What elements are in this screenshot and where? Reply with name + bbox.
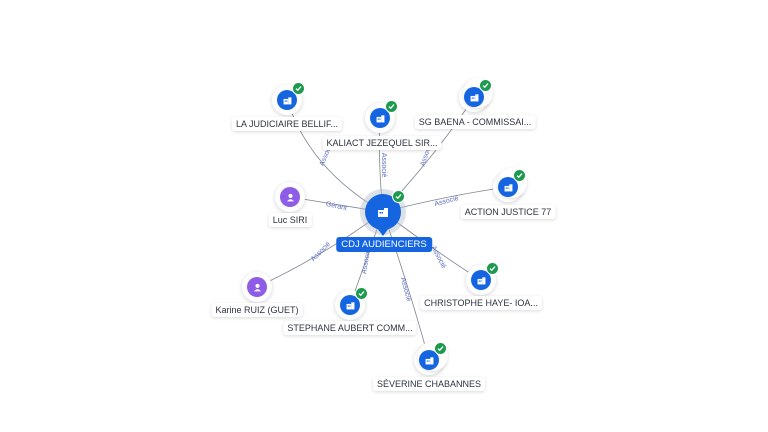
verified-check-icon xyxy=(292,82,305,95)
building-icon xyxy=(277,90,297,110)
node-label[interactable]: KALIACT JEZEQUEL SIR... xyxy=(322,136,442,150)
building-icon xyxy=(340,295,360,315)
node-circle[interactable] xyxy=(242,272,272,302)
person-icon xyxy=(280,187,300,207)
edge-label: Associé xyxy=(399,277,412,303)
verified-check-icon xyxy=(513,169,526,182)
node-circle[interactable] xyxy=(459,78,493,112)
node-label[interactable]: Karine RUIZ (GUET) xyxy=(211,303,303,317)
node-circle[interactable] xyxy=(414,341,448,375)
edge-label: Gérant xyxy=(325,201,347,212)
verified-check-icon xyxy=(479,79,492,92)
verified-check-icon xyxy=(486,262,499,275)
verified-check-icon xyxy=(392,190,405,203)
building-icon xyxy=(498,177,518,197)
center-label[interactable]: CDJ AUDIENCIERS xyxy=(336,237,432,252)
node-label[interactable]: ACTION JUSTICE 77 xyxy=(460,205,556,219)
node-label[interactable]: SÉVERINE CHABANNES xyxy=(372,377,486,391)
node-circle[interactable] xyxy=(493,168,527,202)
node-circle[interactable] xyxy=(335,287,368,320)
node-label[interactable]: STEPHANE AUBERT COMM... xyxy=(283,321,417,335)
building-icon xyxy=(464,87,484,107)
node-label[interactable]: LA JUDICIAIRE BELLIF... xyxy=(231,117,343,131)
building-icon xyxy=(419,350,439,370)
verified-check-icon xyxy=(355,287,368,300)
person-icon xyxy=(247,277,267,297)
node-circle[interactable] xyxy=(365,100,398,133)
node-label[interactable]: CHRISTOPHE HAYE- IOA... xyxy=(420,296,542,310)
edge-label: Associé xyxy=(361,249,372,274)
building-icon xyxy=(471,270,491,290)
edge-label: Associé xyxy=(434,195,460,208)
node-circle[interactable] xyxy=(275,182,305,212)
center-building-icon xyxy=(365,190,405,230)
node-label[interactable]: SG BAENA - COMMISSAI... xyxy=(414,115,536,129)
building-icon xyxy=(370,108,390,128)
edge-label: Associé xyxy=(380,153,387,178)
node-circle[interactable] xyxy=(272,82,305,115)
verified-check-icon xyxy=(385,100,398,113)
edge-label: Associé xyxy=(429,245,447,270)
edge-label: Associé xyxy=(310,241,332,263)
center-pointer xyxy=(377,228,389,236)
node-circle[interactable] xyxy=(466,262,499,295)
verified-check-icon xyxy=(434,342,447,355)
node-label[interactable]: Luc SIRI xyxy=(268,213,312,227)
